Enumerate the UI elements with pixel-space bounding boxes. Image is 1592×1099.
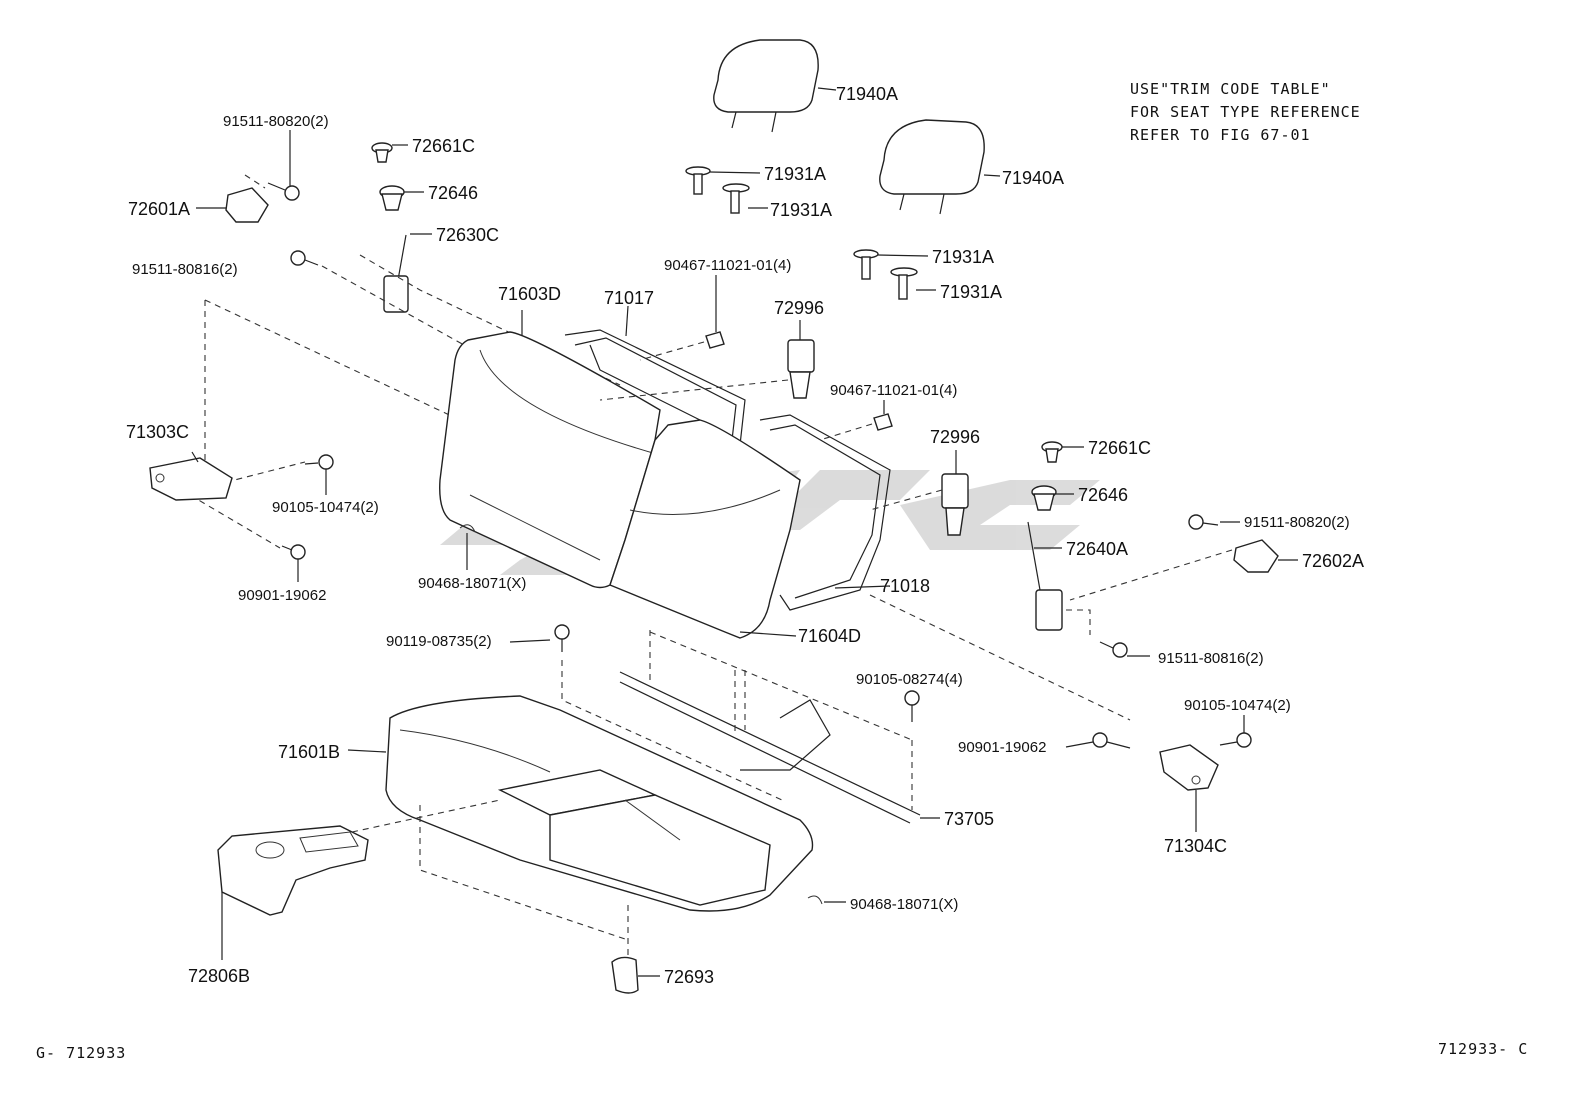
label-72646-right[interactable]: 72646: [1078, 485, 1128, 505]
clip-90468-18071-2[interactable]: [807, 895, 846, 905]
note-line-1: USE"TRIM CODE TABLE": [1130, 80, 1331, 98]
clip-72661c-right[interactable]: [1041, 441, 1084, 463]
note-line-2: FOR SEAT TYPE REFERENCE: [1130, 103, 1361, 121]
label-72630c[interactable]: 72630C: [436, 225, 499, 245]
seat-frame-71017[interactable]: [564, 305, 746, 446]
headrest-71940a-2[interactable]: [879, 119, 1001, 215]
label-72661c-right[interactable]: 72661C: [1088, 438, 1151, 458]
label-71940a-2[interactable]: 71940A: [1002, 168, 1064, 188]
hinge-bracket-71303c[interactable]: [149, 451, 233, 501]
backrest-71603d[interactable]: [439, 310, 661, 589]
label-72996-2[interactable]: 72996: [930, 427, 980, 447]
label-71303c[interactable]: 71303C: [126, 422, 189, 442]
clip-72646-left[interactable]: [379, 185, 424, 211]
belt-buckle-72996-2[interactable]: [869, 450, 969, 536]
label-72806b[interactable]: 72806B: [188, 966, 250, 986]
label-71931a-3[interactable]: 71931A: [932, 247, 994, 267]
headrest-71940a-1[interactable]: [713, 39, 837, 133]
label-71604d[interactable]: 71604D: [798, 626, 861, 646]
hinge-72601a[interactable]: [196, 187, 269, 223]
label-90901-19062-left[interactable]: 90901-19062: [238, 587, 326, 604]
label-90105-10474-left[interactable]: 90105-10474(2): [272, 499, 379, 516]
nut-90467-1[interactable]: [639, 275, 725, 361]
figure-code-right: 712933- C: [1438, 1040, 1528, 1058]
nut-90467-2[interactable]: [819, 400, 893, 441]
label-90468-18071-2[interactable]: 90468-18071(X): [850, 896, 958, 913]
label-72640a[interactable]: 72640A: [1066, 539, 1128, 559]
backrest-71604d[interactable]: [609, 419, 801, 639]
bolt-91511-80820-left[interactable]: [267, 130, 300, 201]
label-90468-18071-1[interactable]: 90468-18071(X): [418, 575, 526, 592]
label-71931a-2[interactable]: 71931A: [770, 200, 832, 220]
label-72602a[interactable]: 72602A: [1302, 551, 1364, 571]
bolt-91511-80816-right[interactable]: [1066, 609, 1150, 658]
label-90119-08735[interactable]: 90119-08735(2): [386, 633, 492, 650]
label-group: 71940A 71940A 71931A 71931A 71931A 71931…: [126, 84, 1364, 987]
label-71601b[interactable]: 71601B: [278, 742, 340, 762]
label-91511-80816-right[interactable]: 91511-80816(2): [1158, 650, 1264, 667]
label-90467-1[interactable]: 90467-11021-01(4): [664, 257, 791, 274]
headrest-guide-71931a-4[interactable]: [890, 267, 936, 300]
label-90901-19062-right[interactable]: 90901-19062: [958, 739, 1046, 756]
label-72601a[interactable]: 72601A: [128, 199, 190, 219]
note-line-3: REFER TO FIG 67-01: [1130, 126, 1311, 144]
bracket-73705[interactable]: [619, 671, 940, 824]
bolt-91511-80820-right[interactable]: [1188, 514, 1240, 530]
headrest-guide-71931a-3[interactable]: [853, 249, 929, 280]
seat-frame-71018[interactable]: [759, 414, 891, 611]
label-72646-left[interactable]: 72646: [428, 183, 478, 203]
label-71304c[interactable]: 71304C: [1164, 836, 1227, 856]
clip-90468-18071-1[interactable]: [459, 524, 476, 570]
bolt-90119-08735[interactable]: [509, 624, 570, 652]
label-72693[interactable]: 72693: [664, 967, 714, 987]
bolt-90105-10474-left[interactable]: [304, 454, 334, 495]
label-90105-08274[interactable]: 90105-08274(4): [856, 671, 963, 688]
label-91511-80820-right[interactable]: 91511-80820(2): [1244, 514, 1350, 531]
seat-cushion-71601b[interactable]: [347, 695, 814, 912]
lock-72640a[interactable]: [1027, 521, 1063, 631]
label-90467-2[interactable]: 90467-11021-01(4): [830, 382, 957, 399]
label-71603d[interactable]: 71603D: [498, 284, 561, 304]
label-91511-80820-left[interactable]: 91511-80820(2): [223, 113, 329, 130]
headrest-guide-71931a-1[interactable]: [685, 166, 761, 195]
clip-72661c-left[interactable]: [371, 142, 408, 163]
armrest-72806b[interactable]: [217, 799, 501, 960]
cap-72693[interactable]: [611, 905, 660, 994]
label-71931a-1[interactable]: 71931A: [764, 164, 826, 184]
label-72996-1[interactable]: 72996: [774, 298, 824, 318]
lock-72630c[interactable]: [383, 233, 432, 313]
bolt-90105-10474-right[interactable]: [1219, 715, 1252, 748]
bolt-90105-08274[interactable]: [904, 690, 920, 722]
label-71940a-1[interactable]: 71940A: [836, 84, 898, 104]
hinge-bracket-71304c[interactable]: [1159, 744, 1219, 832]
label-90105-10474-right[interactable]: 90105-10474(2): [1184, 697, 1291, 714]
label-91511-80816-left[interactable]: 91511-80816(2): [132, 261, 238, 278]
bolt-90901-19062-left[interactable]: [281, 544, 306, 582]
headrest-guide-71931a-2[interactable]: [722, 183, 768, 214]
belt-buckle-72996-1[interactable]: [599, 320, 815, 401]
bolt-91511-80816-left[interactable]: [290, 250, 319, 266]
hinge-72602a[interactable]: [1069, 539, 1298, 601]
bolt-90901-19062-right[interactable]: [1065, 732, 1131, 749]
label-72661c-left[interactable]: 72661C: [412, 136, 475, 156]
label-71018[interactable]: 71018: [880, 576, 930, 596]
label-73705[interactable]: 73705: [944, 809, 994, 829]
label-71931a-4[interactable]: 71931A: [940, 282, 1002, 302]
reference-note: USE"TRIM CODE TABLE" FOR SEAT TYPE REFER…: [1130, 80, 1361, 144]
label-71017[interactable]: 71017: [604, 288, 654, 308]
figure-code-left: G- 712933: [36, 1044, 126, 1062]
clip-72646-right[interactable]: [1031, 485, 1074, 511]
